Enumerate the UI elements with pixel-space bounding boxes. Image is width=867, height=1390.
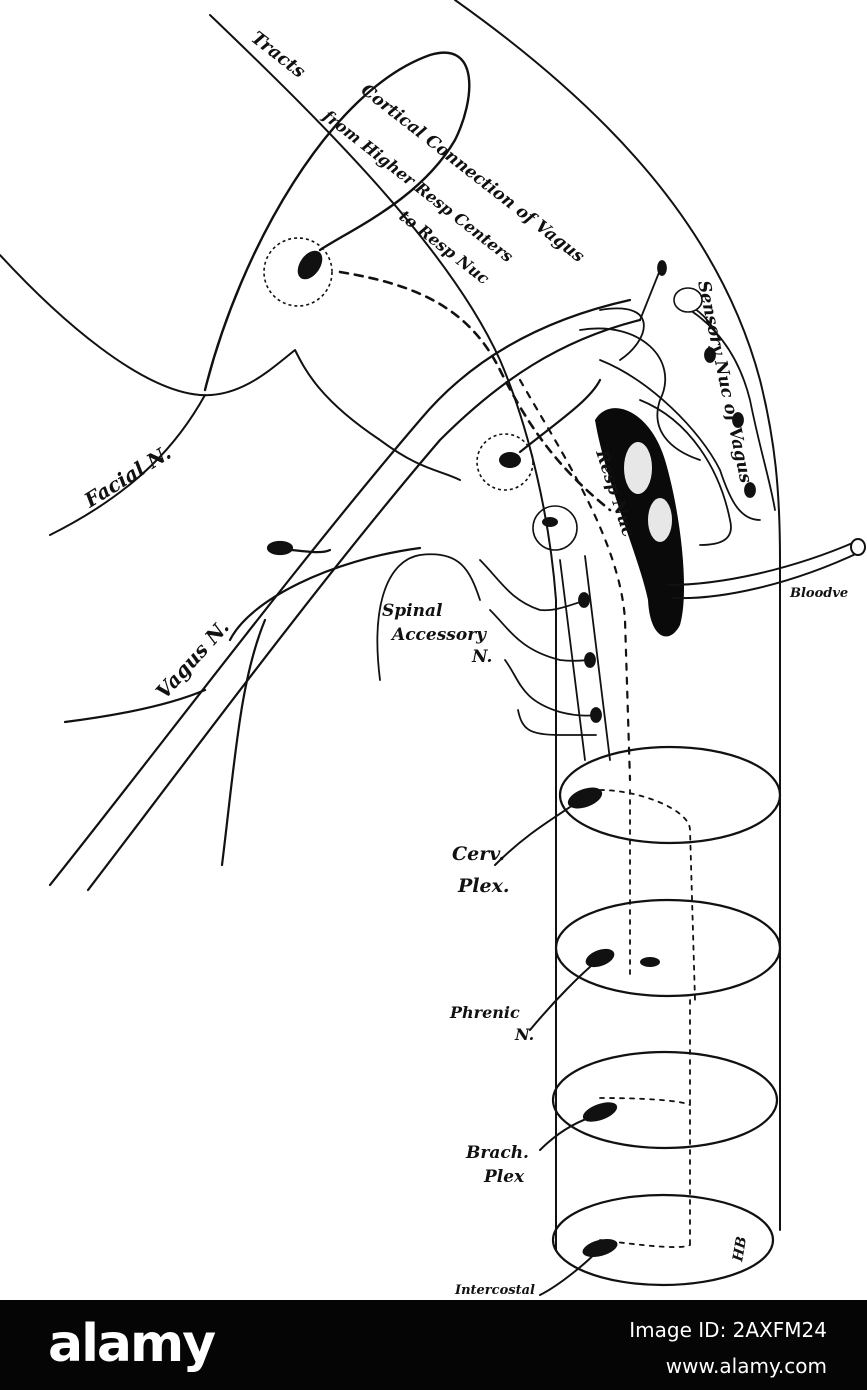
resp-neuron-2 <box>532 505 578 551</box>
vagus-nerve <box>48 298 642 892</box>
spinal-accessory-column <box>376 553 611 761</box>
label-brach-plex: Plex <box>483 1167 525 1187</box>
label-tracts: Tracts <box>247 27 309 82</box>
spinal-cord-segments <box>551 745 782 1287</box>
sensory-nucleus-fibers <box>579 260 776 546</box>
upper-neuron-cell <box>263 237 333 307</box>
label-intercostal: Intercostal <box>454 1283 535 1298</box>
segment-dotted-fibers <box>599 789 696 1251</box>
label-cerv: Cerv. <box>452 843 505 865</box>
stock-footer-bar: alamy Image ID: 2AXFM24 www.alamy.com <box>0 1300 867 1390</box>
monogram-hb: HB <box>730 1235 750 1264</box>
cortical-loop <box>203 51 471 392</box>
facial-nerve <box>0 254 461 536</box>
image-id-text: Image ID: 2AXFM24 <box>629 1318 827 1342</box>
label-vagus-n: Vagus N. <box>151 615 234 703</box>
label-brach: Brach. <box>465 1143 529 1163</box>
label-bloodves: Bloodve <box>789 586 848 601</box>
label-accessory: Accessory <box>390 625 487 645</box>
footer-meta: Image ID: 2AXFM24 www.alamy.com <box>629 1318 827 1378</box>
label-phrenic: Phrenic <box>449 1003 520 1022</box>
label-accessory-n: N. <box>471 647 492 667</box>
resp-neuron-1 <box>476 378 602 491</box>
dashed-tract-cord <box>518 378 632 782</box>
dashed-tract-upper <box>338 270 612 512</box>
label-sensory-nuc: Sensory Nuc of Vagus <box>693 279 756 485</box>
label-cerv-plex: Plex. <box>457 875 510 897</box>
label-spinal: Spinal <box>382 601 443 621</box>
blood-vessel <box>667 538 866 600</box>
segment-neurons <box>567 787 660 1258</box>
alamy-logo[interactable]: alamy <box>48 1314 216 1374</box>
label-leader-lines <box>494 799 599 1296</box>
label-phrenic-n: N. <box>514 1025 534 1044</box>
nerve-pathway-diagram: Tracts Cortical Connection of Vagus from… <box>0 0 866 1298</box>
respiratory-nucleus <box>595 408 685 637</box>
label-facial-n: Facial N. <box>79 440 175 512</box>
site-url-link[interactable]: www.alamy.com <box>665 1354 827 1378</box>
